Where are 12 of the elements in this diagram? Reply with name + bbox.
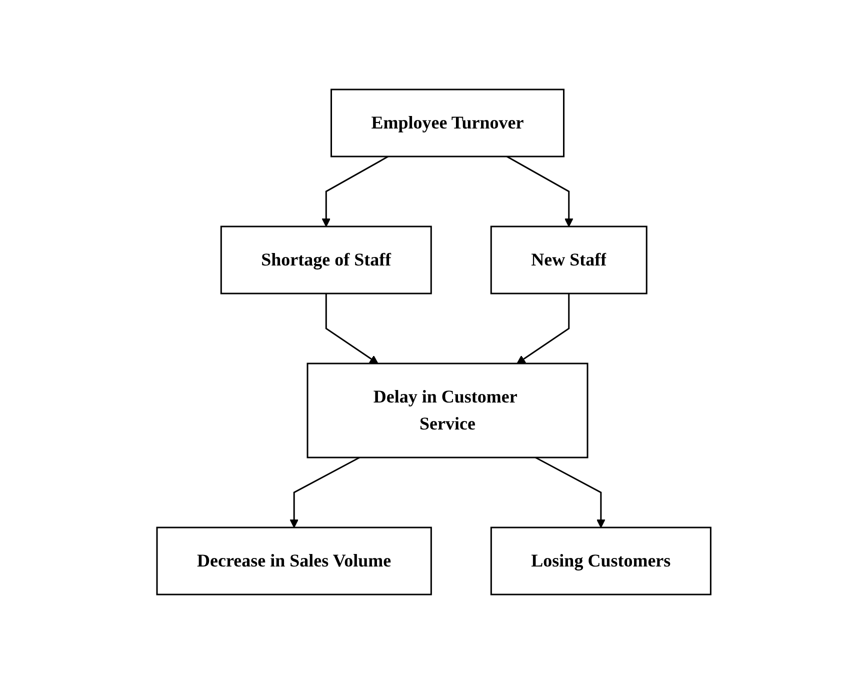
node-box: New Staff <box>490 226 648 294</box>
node-box: Shortage of Staff <box>220 226 432 294</box>
arrow <box>321 156 388 227</box>
node-box: Decrease in Sales Volume <box>156 526 432 596</box>
arrow <box>325 294 378 364</box>
arrow <box>289 456 360 528</box>
arrow <box>506 156 573 227</box>
node-box: Employee Turnover <box>330 88 564 158</box>
node-box: Losing Customers <box>490 526 712 596</box>
node-box: Delay in Customer Service <box>306 362 588 458</box>
arrow <box>534 456 605 528</box>
arrow <box>516 294 570 364</box>
